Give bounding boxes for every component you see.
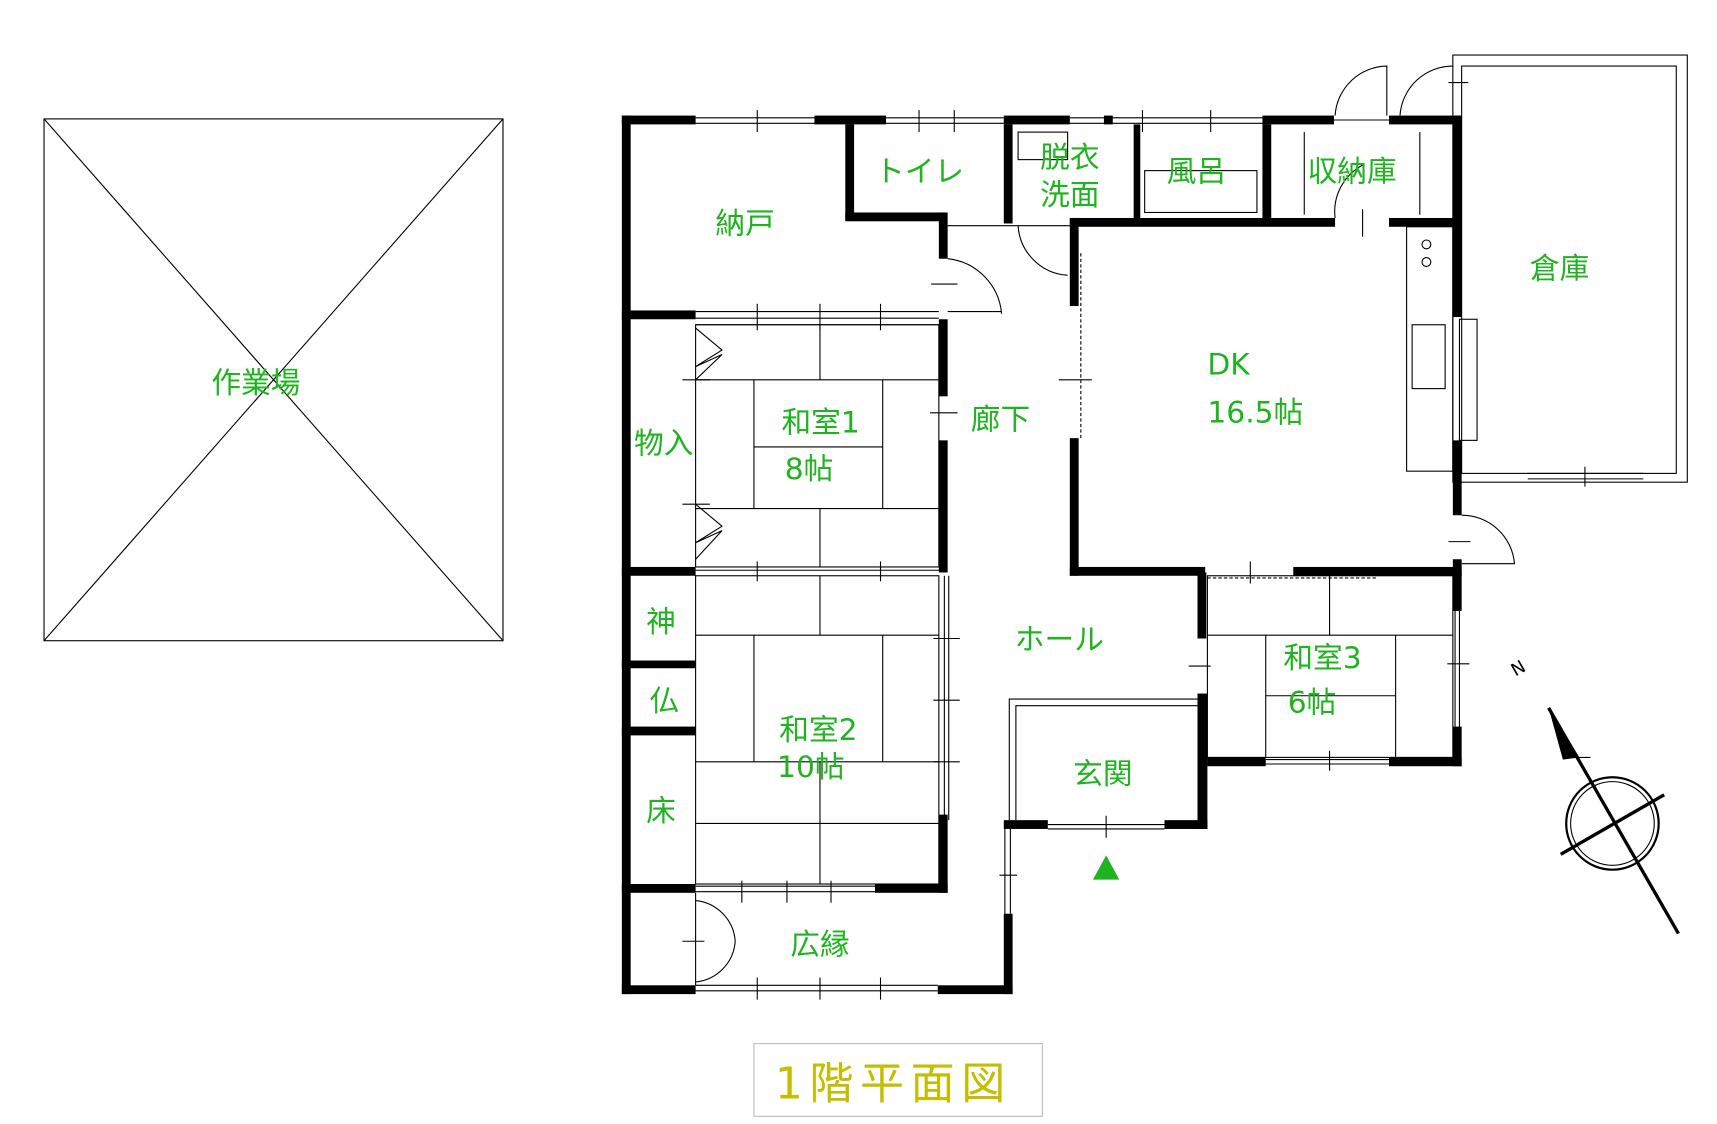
label-bath: 風呂: [1167, 155, 1226, 190]
label-alcove: 床: [646, 794, 676, 829]
label-washitsu1-name: 和室1: [781, 406, 859, 441]
triangle-up-icon: [1092, 855, 1120, 880]
label-dressing-2: 洗面: [1040, 178, 1099, 213]
plan-title-text: 1階平面図: [775, 1059, 1012, 1110]
label-nando: 納戸: [715, 206, 774, 241]
label-washitsu1-size: 8帖: [785, 452, 834, 487]
label-closet: 物入: [634, 427, 693, 462]
label-toilet: トイレ: [875, 155, 964, 190]
label-entrance: 玄関: [1073, 757, 1132, 792]
label-warehouse: 倉庫: [1530, 252, 1589, 287]
label-dk-name: DK: [1207, 347, 1251, 382]
label-washitsu2-name: 和室2: [779, 713, 857, 748]
label-washitsu3-size: 6帖: [1288, 685, 1337, 720]
walls: [621, 115, 1462, 995]
windows-and-fittings: [682, 65, 1516, 1000]
label-dressing-1: 脱衣: [1040, 140, 1099, 175]
workshop-area: [43, 118, 504, 642]
label-altar: 仏: [649, 684, 679, 719]
label-workshop: 作業場: [211, 366, 300, 401]
north-label: N: [1508, 657, 1529, 681]
label-corridor: 廊下: [971, 402, 1030, 437]
label-dk-size: 16.5帖: [1207, 396, 1303, 431]
plan-title: 1階平面図: [753, 1043, 1043, 1117]
label-hall: ホール: [1015, 623, 1104, 658]
label-shrine: 神: [646, 605, 676, 640]
label-veranda: 広縁: [790, 927, 849, 962]
label-storage: 収納庫: [1308, 155, 1397, 190]
room-labels: 作業場 納戸 トイレ 脱衣 洗面 風呂 収納庫 倉庫 物入 和室1 8帖 廊下 …: [211, 140, 1589, 962]
label-washitsu3-name: 和室3: [1283, 641, 1361, 676]
label-washitsu2-size: 10帖: [777, 750, 845, 785]
north-arrow-icon: N: [1508, 657, 1680, 935]
